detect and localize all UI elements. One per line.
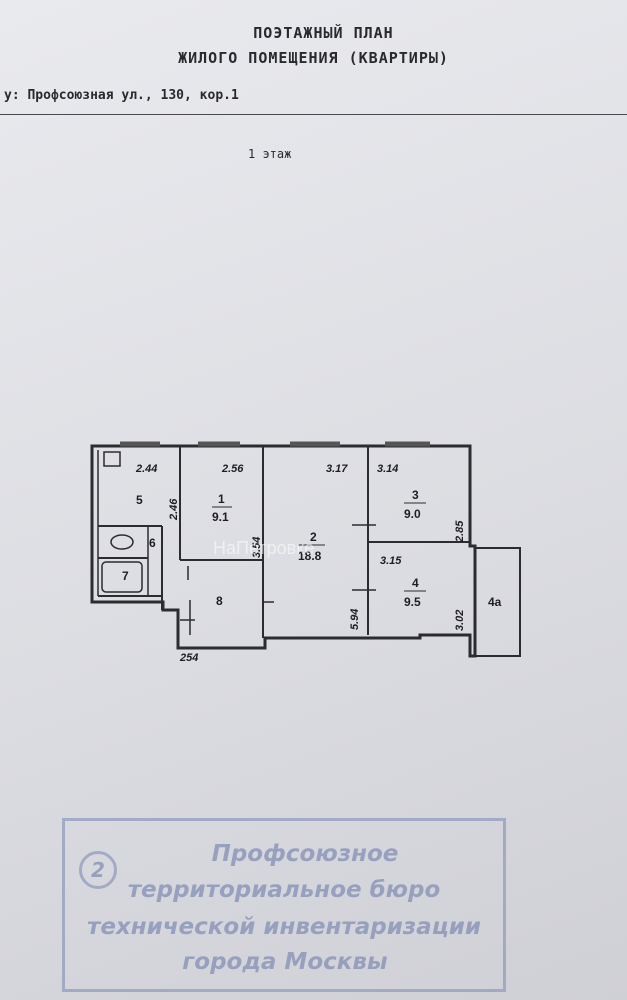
stamp-number: 2 [79,851,117,889]
room-7-number: 7 [122,569,129,583]
stamp-line-4: города Москвы [182,949,388,975]
room-8-number: 8 [216,594,223,608]
room-4-area: 9.5 [404,595,421,609]
room-1-number: 1 [218,492,225,506]
stamp-line-2: территориальное бюро [127,877,441,903]
room-1-area: 9.1 [212,510,229,524]
title-line-1: ПОЭТАЖНЫЙ ПЛАН [253,24,394,42]
dim-2-56: 2.56 [221,463,244,475]
dim-2-46: 2.46 [168,498,180,521]
dim-2-85: 2.85 [454,520,466,543]
balcony-4a-number: 4a [488,595,502,609]
watermark: НаПетровке [213,538,315,558]
room-3-area: 9.0 [404,507,421,521]
room-6-number: 6 [149,536,156,550]
dim-3-17: 3.17 [326,463,348,475]
dim-3-02: 3.02 [454,610,466,631]
room-3-number: 3 [412,488,419,502]
divider-line [0,114,627,115]
dim-3-15: 3.15 [380,555,402,567]
stamp-line-3: технической инвентаризации [87,914,481,940]
office-stamp: 2 Профсоюзное территориальное бюро техни… [62,818,506,992]
dim-5-94: 5.94 [349,609,361,630]
floor-plan: 5 6 7 8 1 9.1 2 18.8 3 9.0 4 9.5 4a 2.44… [90,441,521,664]
room-4-number: 4 [412,576,419,590]
dim-2-44: 2.44 [135,463,157,475]
stamp-line-1: Профсоюзное [211,841,399,867]
dim-254: 254 [179,652,198,664]
balcony-outline [475,547,521,657]
room-2-area: 18.8 [298,549,322,563]
room-2-number: 2 [310,530,317,544]
dim-3-14: 3.14 [377,463,398,475]
room-5-number: 5 [136,493,143,507]
address: у: Профсоюзная ул., 130, кор.1 [4,88,239,103]
title-line-2: ЖИЛОГО ПОМЕЩЕНИЯ (КВАРТИРЫ) [178,49,449,67]
dim-3-54: 3.54 [251,537,263,558]
floor-label: 1 этаж [248,147,292,161]
